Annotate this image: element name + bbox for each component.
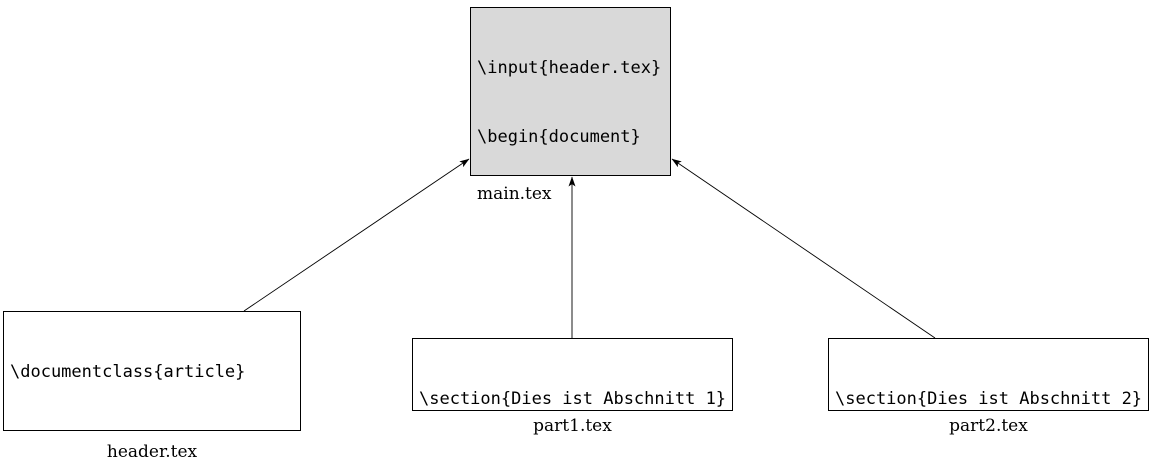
edge-header-to-main — [243, 158, 470, 312]
label-header-tex: header.tex — [106, 442, 198, 462]
node-part1-tex: \section{Dies ist Abschnitt 1} Hier ein … — [412, 338, 733, 411]
edge-part2-to-main — [671, 158, 936, 339]
code-line: \documentclass{article} — [10, 361, 246, 382]
code-line: \input{header.tex} — [477, 57, 662, 78]
label-part1-tex: part1.tex — [533, 416, 612, 436]
code-line: \usepackage[ngerman]{babel} — [10, 430, 296, 431]
code-line: \section{Dies ist Abschnitt 1} — [419, 388, 727, 409]
code-line: \begin{document} — [477, 127, 641, 148]
node-header-tex: \documentclass{article} \usepackage[nger… — [3, 311, 301, 431]
label-main-tex: main.tex — [477, 184, 552, 204]
node-main-tex: \input{header.tex} \begin{document} \mak… — [470, 7, 671, 176]
code-line: \section{Dies ist Abschnitt 2} — [835, 388, 1143, 409]
node-part2-tex: \section{Dies ist Abschnitt 2} Hier ein … — [828, 338, 1149, 411]
label-part2-tex: part2.tex — [949, 416, 1028, 436]
